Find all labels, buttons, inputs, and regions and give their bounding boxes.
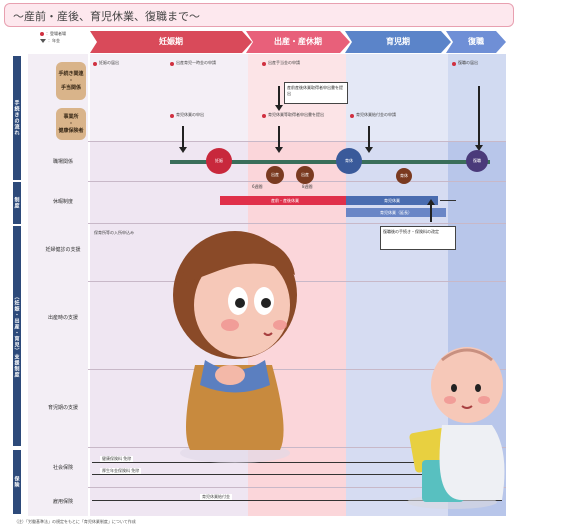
category-workplace: 職場関係 <box>52 158 73 165</box>
group-procedures: 手続きの流れ <box>13 56 21 180</box>
row-social-insurance <box>28 448 506 488</box>
page-title: ～産前・産後、育児休業、復職まで～ <box>4 3 514 27</box>
red-dot-icon <box>350 114 354 118</box>
category-social-insurance: 社会保険 <box>52 464 73 471</box>
legend: ：登場者場 ：年金 <box>40 30 66 44</box>
weeks-after: 8週間 <box>302 184 313 189</box>
social-insurance-1: 健康保険料 免除 <box>100 456 134 462</box>
footnote: （注）「労働基準法」の規定をもとに「育児休業制度」について作成 <box>14 519 136 524</box>
baby-illustration <box>407 347 505 509</box>
bar-childcare-extended: 育児休業（延長） <box>346 208 446 217</box>
red-dot-icon <box>262 114 266 118</box>
leave-connector <box>440 200 456 201</box>
mother-illustration <box>173 231 297 463</box>
bar-childcare-leave: 育児休業 <box>346 196 438 205</box>
group-systems: 制度 <box>13 182 21 224</box>
return-circle: 復職 <box>466 150 488 172</box>
social-insurance-2: 厚生年金保険料 免除 <box>100 468 142 474</box>
category-pregnancy-support: 妊婦健診の支援 <box>45 246 81 253</box>
phase-childcare: 育児期 <box>345 31 451 53</box>
triangle-icon <box>40 39 46 43</box>
social-insurance-line-2 <box>92 474 502 475</box>
note-benefit-request: 育児休業給付金の申請 <box>356 112 396 117</box>
note-return-report: 復職の届出 <box>458 60 478 65</box>
red-dot-icon <box>452 62 456 66</box>
note-maternity-allowance: 出産手当金の申請 <box>268 60 300 65</box>
arrow-down-icon <box>179 126 187 153</box>
note-checkup: 保育所等の入所申込み <box>94 230 134 235</box>
row-workplace <box>28 142 506 182</box>
arrow-down-icon <box>475 86 483 151</box>
arrow-down-icon <box>275 86 283 111</box>
category-procedure: 手続き関連 ・ 手当関係 <box>56 62 86 100</box>
social-insurance-line-1 <box>92 462 502 463</box>
red-dot-icon <box>170 114 174 118</box>
category-employment-insurance: 雇用保険 <box>52 498 73 505</box>
note-box-maternity: 産前産後休業取得者申出書を提出 <box>284 82 348 104</box>
category-employer: 事業所 ・ 健康保険者 <box>56 108 86 140</box>
legend-item-1: ：登場者場 <box>40 30 66 37</box>
phase-pregnancy: 妊娠期 <box>90 31 252 53</box>
arrow-down-icon <box>365 126 373 153</box>
red-dot-icon <box>170 62 174 66</box>
phase-return: 復職 <box>446 31 506 53</box>
note-box-return: 復職後の手続き・保険料の改定 <box>380 226 456 250</box>
category-birth-support: 出産時の支援 <box>47 314 78 321</box>
category-childcare-support: 育児期の支援 <box>47 404 78 411</box>
employment-insurance-line <box>92 500 502 501</box>
childcare-circle-2: 育休 <box>396 168 412 184</box>
red-dot-icon <box>262 62 266 66</box>
red-dot-icon <box>40 32 44 36</box>
legend-item-2: ：年金 <box>40 37 66 44</box>
note-childcare-request: 育児休業等取得者申出書を提出 <box>268 112 324 117</box>
birth-circle-2: 出産 <box>296 166 314 184</box>
category-leave: 休暇制度 <box>52 198 73 205</box>
row-leave <box>28 182 506 224</box>
arrow-down-icon <box>275 126 283 153</box>
pregnancy-circle: 妊娠 <box>206 148 232 174</box>
childcare-circle: 育休 <box>336 148 362 174</box>
row-procedure <box>28 54 506 142</box>
employment-insurance-1: 育児休業給付金 <box>200 494 232 500</box>
group-support: （妊娠・出産・育児）支援制度 <box>13 226 21 446</box>
phase-birth: 出産・産休期 <box>246 31 350 53</box>
group-insurance: 保険 <box>13 450 21 514</box>
weeks-before: 6週間 <box>252 184 263 189</box>
red-dot-icon <box>93 62 97 66</box>
note-pregnancy-report: 妊娠の届出 <box>99 60 119 65</box>
arrow-up-icon <box>430 204 432 222</box>
bar-maternity-leave: 産前・産後休業 <box>220 196 350 205</box>
note-leave-request: 育児休業の申出 <box>176 112 204 117</box>
timeline-line <box>170 160 490 164</box>
birth-circle: 出産 <box>266 166 284 184</box>
note-lump-sum: 出産育児一時金の申請 <box>176 60 216 65</box>
